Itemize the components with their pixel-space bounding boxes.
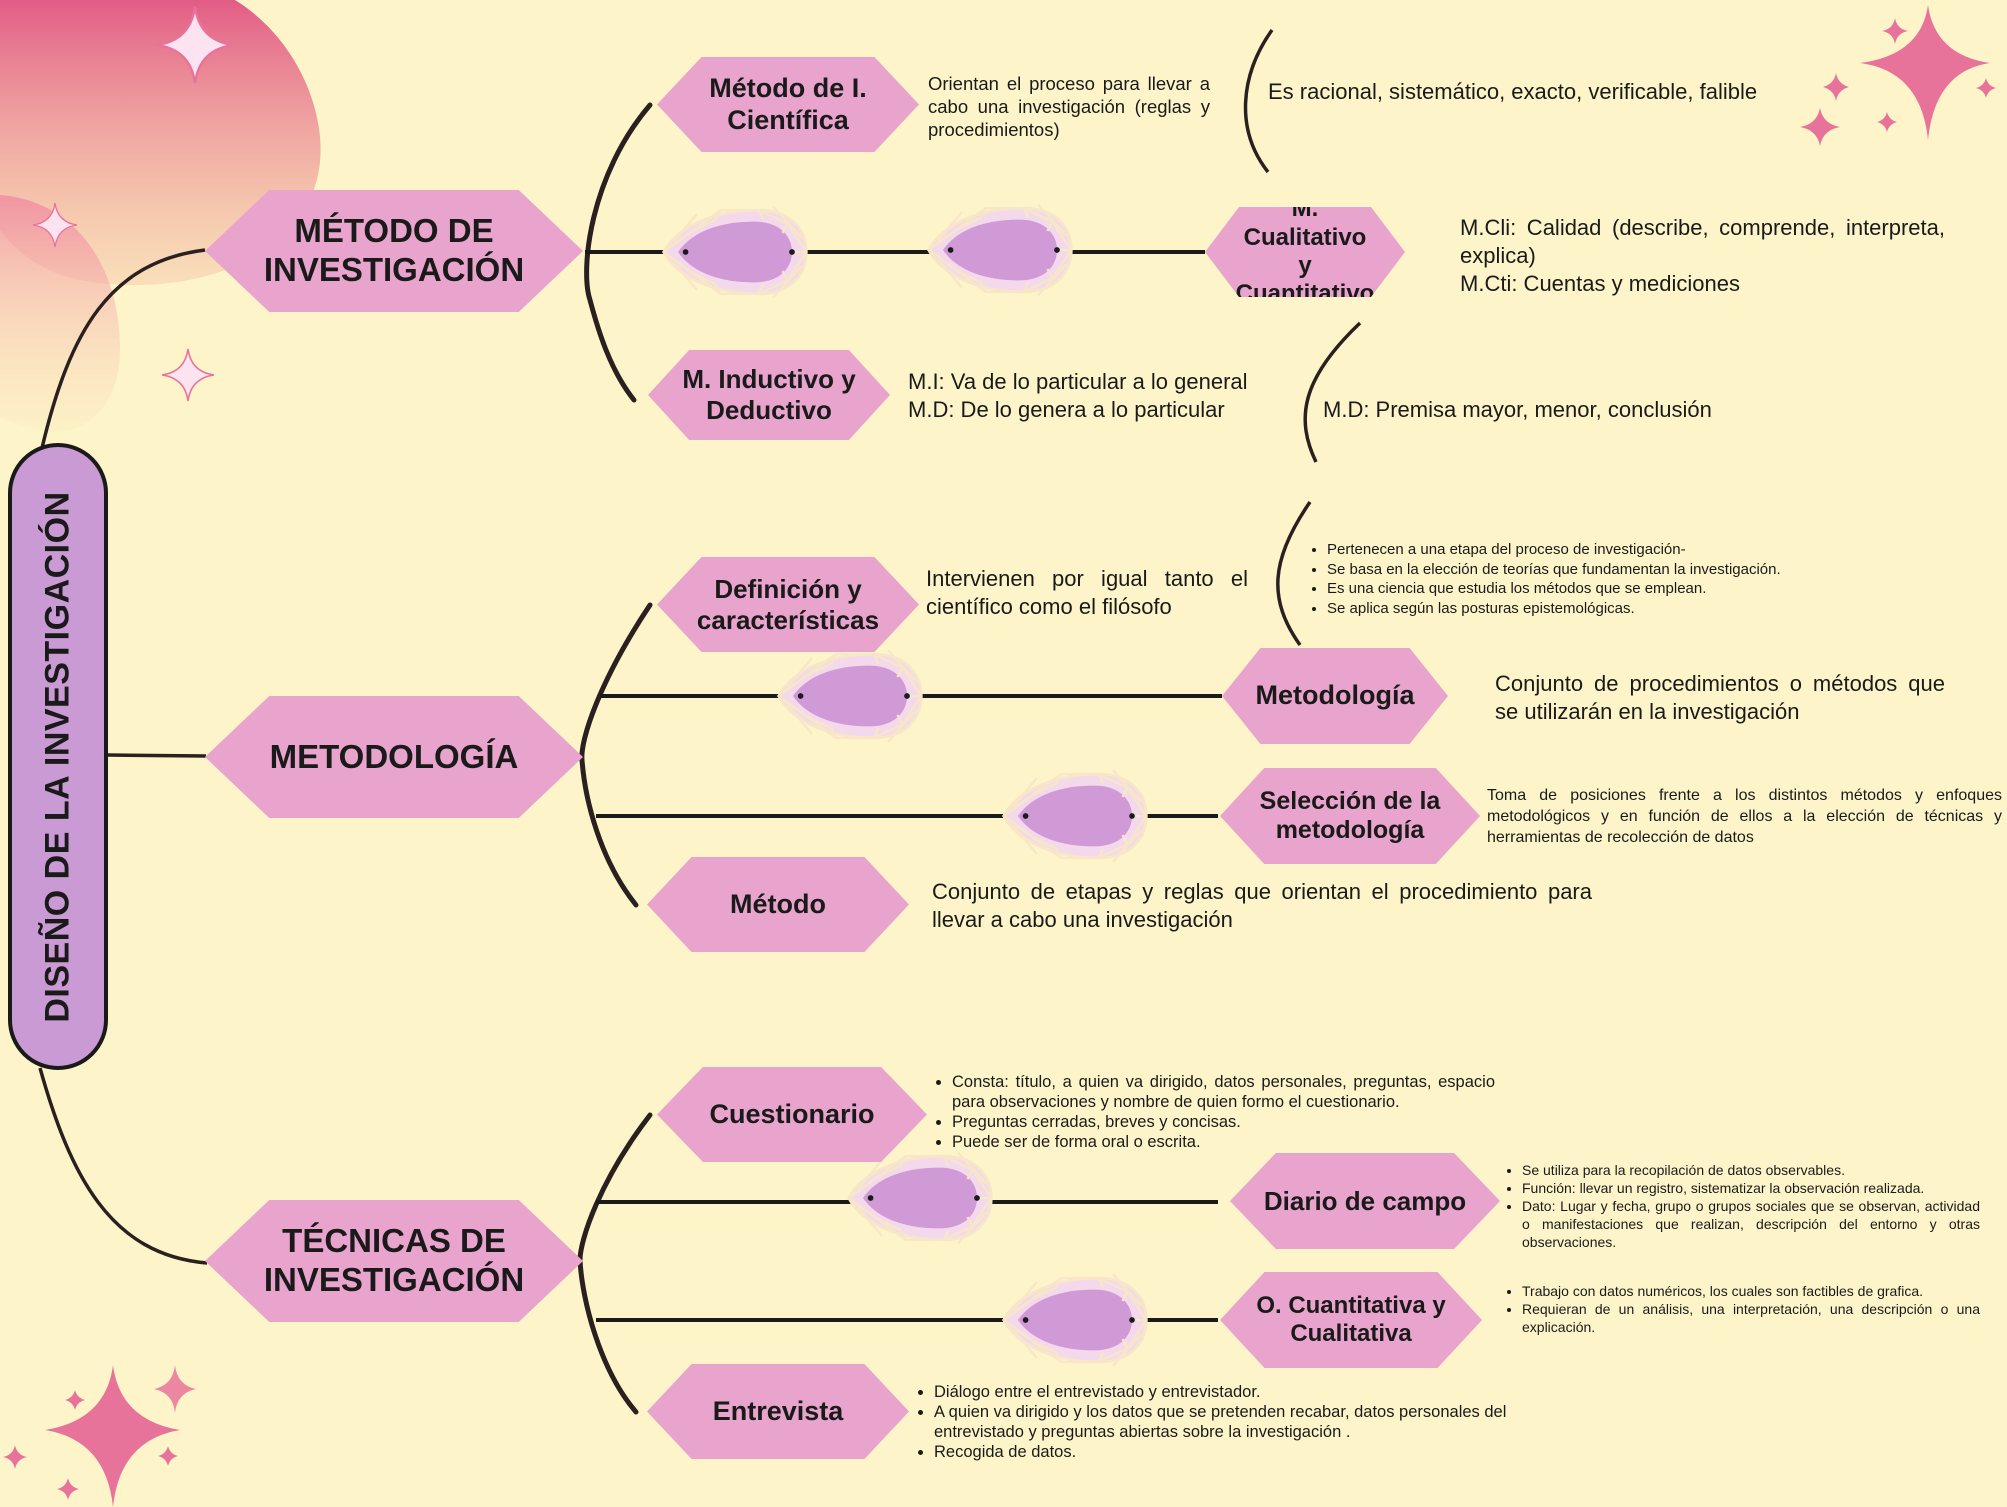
list-item: Se utiliza para la recopilación de datos… — [1522, 1162, 1980, 1180]
node-metodo-investigacion: MÉTODO DE INVESTIGACIÓN — [205, 190, 583, 312]
node-entrevista: Entrevista — [647, 1364, 909, 1459]
node-cualitativo-cuantitativo: M. Cualitativo y Cuantitativo — [1205, 207, 1405, 297]
list-item: Requieran de un análisis, una interpreta… — [1522, 1301, 1980, 1337]
desc-seleccion: Toma de posiciones frente a los distinto… — [1487, 787, 2002, 846]
observacion-bullets: Trabajo con datos numéricos, los cuales … — [1500, 1283, 1980, 1337]
desc-metodologia-sub: Conjunto de procedimientos o métodos que… — [1495, 671, 1945, 724]
entrevista-bullet-list: Diálogo entre el entrevistado y entrevis… — [912, 1382, 1527, 1463]
detail-inductivo-deductivo: M.D: Premisa mayor, menor, conclusión — [1323, 397, 1712, 422]
main-title: DISEÑO DE LA INVESTIGACIÓN — [38, 491, 77, 1023]
node-observacion: O. Cuantitativa y Cualitativa — [1220, 1272, 1482, 1368]
list-item: Pertenecen a una etapa del proceso de in… — [1327, 540, 1865, 560]
list-item: Se basa en la elección de teorías que fu… — [1327, 560, 1865, 580]
node-inductivo-deductivo: M. Inductivo y Deductivo — [648, 350, 890, 440]
desc-inductivo: M.I: Va de lo particular a lo general — [908, 369, 1248, 394]
node-metodologia-sub: Metodología — [1222, 648, 1448, 744]
list-item: Diálogo entre el entrevistado y entrevis… — [934, 1382, 1527, 1402]
desc-metodo-cientifica: Orientan el proceso para llevar a cabo u… — [928, 73, 1210, 141]
diario-bullets: Se utiliza para la recopilación de datos… — [1500, 1162, 1980, 1252]
node-metodo: Método — [647, 857, 909, 952]
definicion-bullet-list: Pertenecen a una etapa del proceso de in… — [1305, 540, 1865, 618]
observacion-bullet-list: Trabajo con datos numéricos, los cuales … — [1500, 1283, 1980, 1337]
node-metodologia: METODOLOGÍA — [205, 696, 583, 818]
list-item: Es una ciencia que estudia los métodos q… — [1327, 579, 1865, 599]
node-definicion-caracteristicas: Definición y características — [657, 557, 919, 652]
list-item: Dato: Lugar y fecha, grupo o grupos soci… — [1522, 1198, 1980, 1252]
desc-cuantitativo: M.Cti: Cuentas y mediciones — [1460, 271, 1740, 296]
list-item: A quien va dirigido y los datos que se p… — [934, 1402, 1527, 1442]
diario-bullet-list: Se utiliza para la recopilación de datos… — [1500, 1162, 1980, 1252]
desc-deductivo: M.D: De lo genera a lo particular — [908, 397, 1225, 422]
list-item: Trabajo con datos numéricos, los cuales … — [1522, 1283, 1980, 1301]
desc-definicion: Intervienen por igual tanto el científic… — [926, 566, 1248, 619]
list-item: Recogida de datos. — [934, 1442, 1527, 1462]
desc-metodo: Conjunto de etapas y reglas que orientan… — [932, 879, 1592, 932]
node-seleccion-metodologia: Selección de la metodología — [1220, 768, 1480, 864]
list-item: Consta: título, a quien va dirigido, dat… — [952, 1072, 1495, 1112]
cuestionario-bullet-list: Consta: título, a quien va dirigido, dat… — [930, 1072, 1495, 1153]
detail-metodo-cientifica: Es racional, sistemático, exacto, verifi… — [1268, 79, 1758, 104]
node-cuestionario: Cuestionario — [657, 1067, 927, 1162]
list-item: Función: llevar un registro, sistematiza… — [1522, 1180, 1980, 1198]
list-item: Se aplica según las posturas epistemológ… — [1327, 599, 1865, 619]
node-metodo-cientifica: Método de I. Científica — [657, 57, 919, 152]
desc-cualitativo: M.Cli: Calidad (describe, comprende, int… — [1460, 215, 1945, 268]
main-title-pill — [8, 443, 108, 1070]
cuestionario-bullets: Consta: título, a quien va dirigido, dat… — [930, 1072, 1495, 1153]
entrevista-bullets: Diálogo entre el entrevistado y entrevis… — [912, 1382, 1527, 1463]
list-item: Puede ser de forma oral o escrita. — [952, 1132, 1495, 1152]
list-item: Preguntas cerradas, breves y concisas. — [952, 1112, 1495, 1132]
node-tecnicas-investigacion: TÉCNICAS DE INVESTIGACIÓN — [205, 1200, 583, 1322]
node-diario-campo: Diario de campo — [1230, 1153, 1500, 1249]
definicion-bullets: Pertenecen a una etapa del proceso de in… — [1305, 540, 1865, 618]
